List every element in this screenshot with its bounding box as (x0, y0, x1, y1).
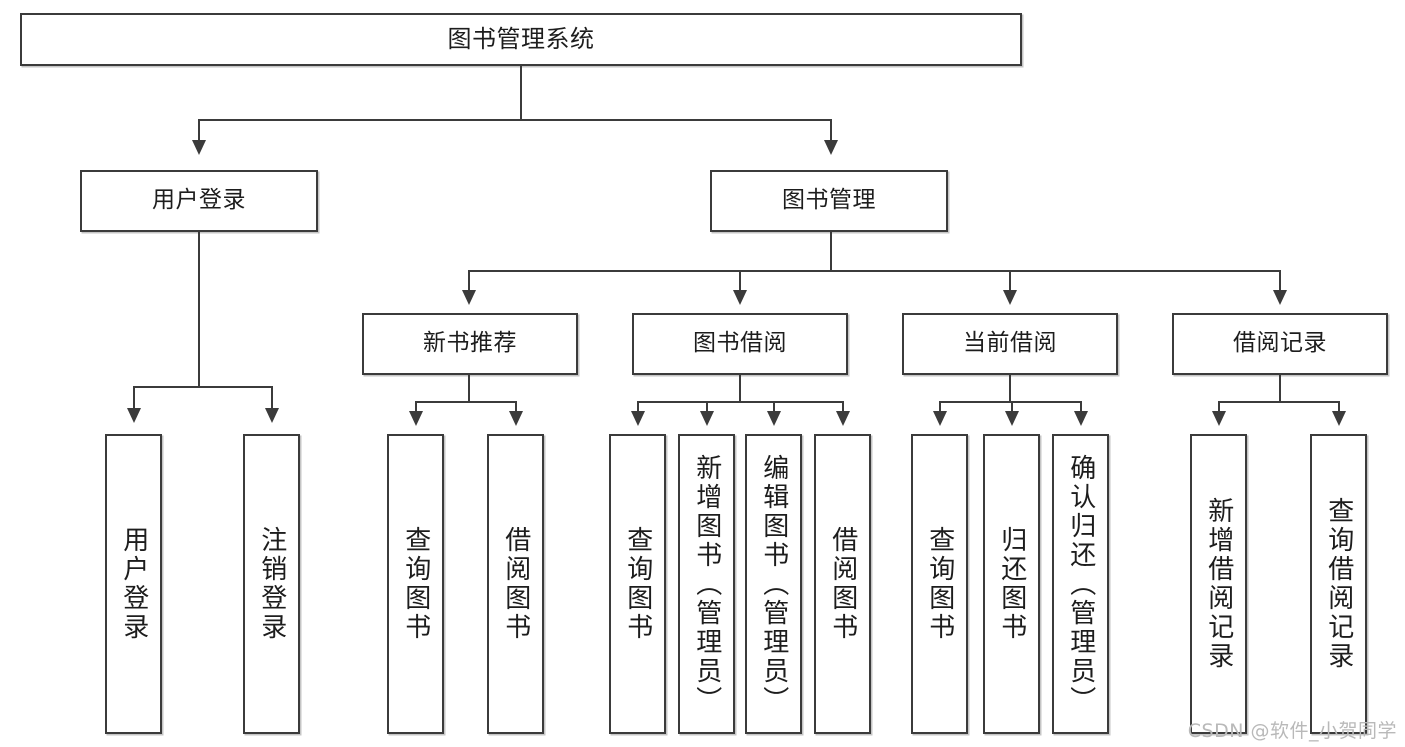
edge-root-bus (198, 119, 832, 122)
arrow-book-borrow-to-leaf3 (767, 411, 781, 426)
node-current-borrow-label: 当前借阅 (963, 330, 1057, 357)
node-leaf-return-book[interactable]: 归还图书 (983, 434, 1040, 734)
arrow-book-borrow-to-leaf2 (700, 411, 714, 426)
edge-root-to-user-login (198, 119, 201, 145)
edge-user-login-to-leaf1 (133, 386, 136, 410)
node-leaf-query-book-rec-label: 查询图书 (400, 526, 431, 642)
node-leaf-user-login-label: 用户登录 (118, 526, 149, 642)
node-user-login[interactable]: 用户登录 (80, 170, 318, 232)
edge-borrow-record-to-leaf2 (1338, 401, 1341, 413)
node-leaf-borrow-book-rec[interactable]: 借阅图书 (487, 434, 544, 734)
arrow-new-book-rec-to-leaf1 (409, 411, 423, 426)
node-leaf-add-book-label: 新增图书（管理员） (691, 453, 722, 715)
edge-book-manage-to-current-borrow (1009, 270, 1012, 292)
arrow-current-borrow-to-leaf3 (1074, 411, 1088, 426)
arrow-book-borrow-to-leaf1 (631, 411, 645, 426)
edge-book-manage-to-new-book-rec (468, 270, 471, 292)
arrow-borrow-record-to-leaf2 (1332, 411, 1346, 426)
arrow-new-book-rec-to-leaf2 (509, 411, 523, 426)
node-leaf-query-record-label: 查询借阅记录 (1323, 497, 1354, 671)
node-leaf-borrow-book-rec-label: 借阅图书 (500, 526, 531, 642)
edge-current-borrow-to-leaf1 (939, 401, 942, 413)
arrow-current-borrow-to-leaf1 (933, 411, 947, 426)
edge-borrow-record-to-leaf1 (1218, 401, 1221, 413)
node-leaf-borrow-book-label: 借阅图书 (827, 526, 858, 642)
node-leaf-logout[interactable]: 注销登录 (243, 434, 300, 734)
node-leaf-user-login[interactable]: 用户登录 (105, 434, 162, 734)
edge-book-manage-to-book-borrow (739, 270, 742, 292)
edge-user-login-stem (198, 232, 201, 387)
node-leaf-add-book[interactable]: 新增图书（管理员） (678, 434, 735, 734)
node-root[interactable]: 图书管理系统 (20, 13, 1022, 66)
edge-new-book-rec-to-leaf1 (415, 401, 418, 413)
arrow-user-login-to-leaf1 (127, 408, 141, 423)
node-borrow-record[interactable]: 借阅记录 (1172, 313, 1388, 375)
edge-borrow-record-stem (1279, 375, 1282, 402)
edge-root-stem (520, 66, 523, 120)
edge-new-book-rec-stem (468, 375, 471, 402)
node-leaf-query-book-borrow[interactable]: 查询图书 (609, 434, 666, 734)
edge-current-borrow-to-leaf2 (1011, 401, 1014, 413)
edge-book-borrow-to-leaf3 (773, 401, 776, 413)
node-book-manage-label: 图书管理 (782, 187, 876, 214)
node-book-manage[interactable]: 图书管理 (710, 170, 948, 232)
edge-current-borrow-stem (1009, 375, 1012, 402)
node-new-book-rec-label: 新书推荐 (423, 330, 517, 357)
node-leaf-query-book-current[interactable]: 查询图书 (911, 434, 968, 734)
edge-new-book-rec-bus (415, 401, 517, 404)
edge-user-login-to-leaf2 (271, 386, 274, 410)
edge-book-borrow-to-leaf4 (842, 401, 845, 413)
node-leaf-query-book-rec[interactable]: 查询图书 (387, 434, 444, 734)
node-leaf-logout-label: 注销登录 (256, 526, 287, 642)
arrow-user-login-to-leaf2 (265, 408, 279, 423)
node-leaf-return-book-label: 归还图书 (996, 526, 1027, 642)
arrow-borrow-record-to-leaf1 (1212, 411, 1226, 426)
edge-book-borrow-stem (739, 375, 742, 402)
node-book-borrow[interactable]: 图书借阅 (632, 313, 848, 375)
node-leaf-edit-book[interactable]: 编辑图书（管理员） (745, 434, 802, 734)
arrow-root-to-book-manage (824, 140, 838, 155)
arrow-book-manage-to-book-borrow (733, 290, 747, 305)
node-leaf-query-book-borrow-label: 查询图书 (622, 526, 653, 642)
edge-current-borrow-bus (939, 401, 1081, 404)
node-current-borrow[interactable]: 当前借阅 (902, 313, 1118, 375)
arrow-book-manage-to-borrow-record (1273, 290, 1287, 305)
edge-book-manage-stem (830, 232, 833, 271)
edge-book-manage-to-borrow-record (1279, 270, 1282, 292)
arrow-current-borrow-to-leaf2 (1005, 411, 1019, 426)
arrow-root-to-user-login (192, 140, 206, 155)
node-leaf-confirm-return[interactable]: 确认归还（管理员） (1052, 434, 1109, 734)
edge-user-login-bus (133, 386, 272, 389)
node-leaf-query-book-current-label: 查询图书 (924, 526, 955, 642)
watermark-text: CSDN @软件_小贺同学 (1187, 720, 1397, 742)
node-new-book-rec[interactable]: 新书推荐 (362, 313, 578, 375)
edge-book-manage-bus (468, 270, 1280, 273)
edge-new-book-rec-to-leaf2 (515, 401, 518, 413)
edge-current-borrow-to-leaf3 (1080, 401, 1083, 413)
arrow-book-borrow-to-leaf4 (836, 411, 850, 426)
node-root-label: 图书管理系统 (447, 25, 595, 54)
edge-borrow-record-bus (1218, 401, 1340, 404)
node-book-borrow-label: 图书借阅 (693, 330, 787, 357)
node-leaf-confirm-return-label: 确认归还（管理员） (1065, 453, 1096, 715)
arrow-book-manage-to-current-borrow (1003, 290, 1017, 305)
node-user-login-label: 用户登录 (152, 187, 246, 214)
node-leaf-query-record[interactable]: 查询借阅记录 (1310, 434, 1367, 734)
edge-book-borrow-to-leaf1 (637, 401, 640, 413)
node-leaf-edit-book-label: 编辑图书（管理员） (758, 453, 789, 715)
node-borrow-record-label: 借阅记录 (1233, 330, 1327, 357)
node-leaf-add-record-label: 新增借阅记录 (1203, 497, 1234, 671)
node-leaf-borrow-book[interactable]: 借阅图书 (814, 434, 871, 734)
edge-root-to-book-manage (830, 119, 833, 145)
arrow-book-manage-to-new-book-rec (462, 290, 476, 305)
edge-book-borrow-bus (637, 401, 843, 404)
edge-book-borrow-to-leaf2 (706, 401, 709, 413)
node-leaf-add-record[interactable]: 新增借阅记录 (1190, 434, 1247, 734)
